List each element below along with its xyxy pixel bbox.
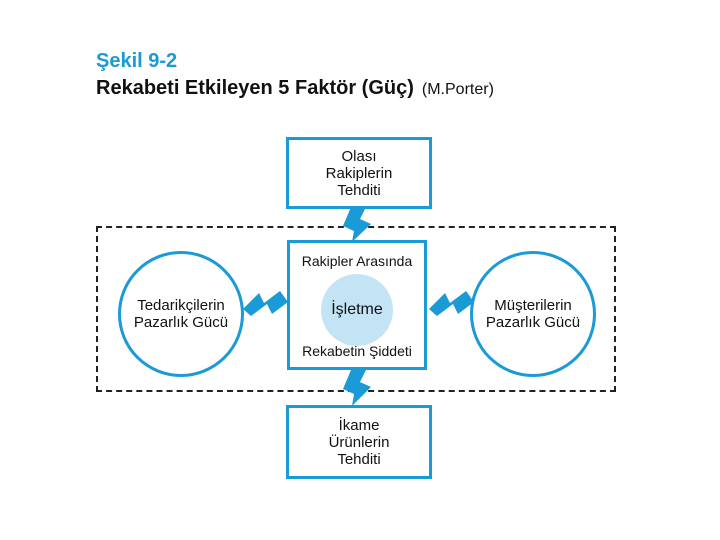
lightning-bolt-icon [343,370,371,406]
node-substitutes: İkame Ürünlerin Tehditi [286,405,432,479]
figure-label: Şekil 9-2 [96,50,178,72]
node-line: Pazarlık Gücü [485,314,581,331]
node-line: Rakiplerin [325,164,393,182]
rivalry-top-label: Rakipler Arasında [301,253,413,269]
rivalry-bottom-label: Rekabetin Şiddeti [302,343,412,359]
node-line: Tedarikçilerin [137,297,225,314]
node-line: Pazarlık Gücü [133,314,229,331]
node-rivalry: Rakipler Arasında İşletme Rekabetin Şidd… [287,240,427,370]
figure-title: Rekabeti Etkileyen 5 Faktör (Güç) (M.Port… [96,77,494,100]
firm-label: İşletme [331,301,383,318]
node-line: Müşterilerin [494,297,572,314]
lightning-bolt-icon [343,207,371,242]
node-suppliers: Tedarikçilerin Pazarlık Gücü [118,251,244,377]
node-line: Tehditi [337,450,381,468]
node-line: İkame [338,416,380,434]
figure-title-text: Rekabeti Etkileyen 5 Faktör (Güç) [96,77,414,99]
figure-author: (M.Porter) [421,81,494,98]
node-buyers: Müşterilerin Pazarlık Gücü [470,251,596,377]
lightning-bolt-icon [429,291,474,316]
lightning-bolt-icon [243,291,288,316]
node-line: Olası [341,147,377,165]
node-line: Ürünlerin [328,433,390,451]
node-line: Tehditi [337,181,381,199]
firm-circle: İşletme [321,274,393,346]
